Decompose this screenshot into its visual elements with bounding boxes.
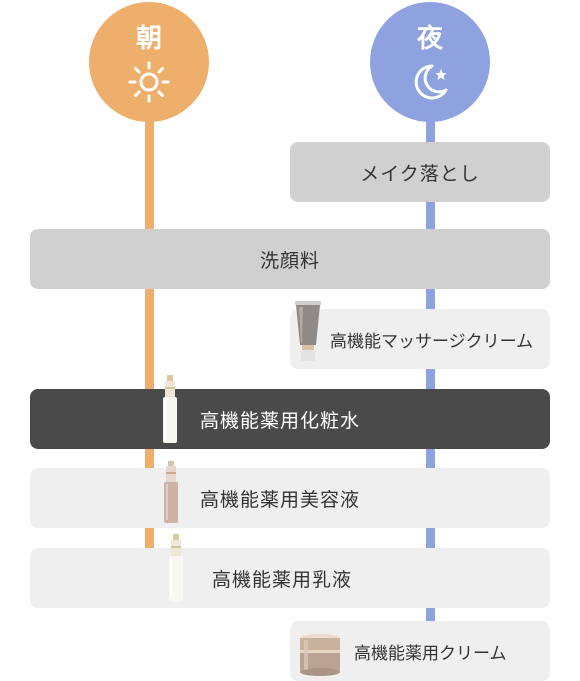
step-label: 洗顔料 xyxy=(259,249,320,272)
serum-bottle-image xyxy=(164,461,178,523)
morning-badge: 朝 xyxy=(89,2,209,122)
moon-star-icon xyxy=(408,60,452,108)
sun-icon xyxy=(127,60,171,108)
step-label: 高機能マッサージクリーム xyxy=(330,331,534,352)
step-label: 高機能薬用クリーム xyxy=(354,643,507,664)
emulsion-bottle-image xyxy=(169,534,183,602)
night-label: 夜 xyxy=(416,24,443,54)
step-label: メイク落とし xyxy=(360,162,480,185)
morning-timeline xyxy=(145,110,154,548)
step-label: 高機能薬用美容液 xyxy=(200,488,361,511)
step-serum: 高機能薬用美容液 xyxy=(30,468,550,528)
step-label: 高機能薬用乳液 xyxy=(212,568,353,591)
massage-cream-tube-image xyxy=(295,301,321,361)
step-face-wash: 洗顔料 xyxy=(30,229,550,289)
step-emulsion: 高機能薬用乳液 xyxy=(30,548,550,608)
night-badge: 夜 xyxy=(370,2,490,122)
step-label: 高機能薬用化粧水 xyxy=(200,409,361,432)
step-lotion: 高機能薬用化粧水 xyxy=(30,389,550,449)
step-makeup-remover: メイク落とし xyxy=(290,142,550,202)
lotion-bottle-image xyxy=(163,375,177,443)
step-massage-cream: 高機能マッサージクリーム xyxy=(290,309,550,369)
morning-label: 朝 xyxy=(135,24,162,54)
cream-jar-image xyxy=(300,634,340,676)
